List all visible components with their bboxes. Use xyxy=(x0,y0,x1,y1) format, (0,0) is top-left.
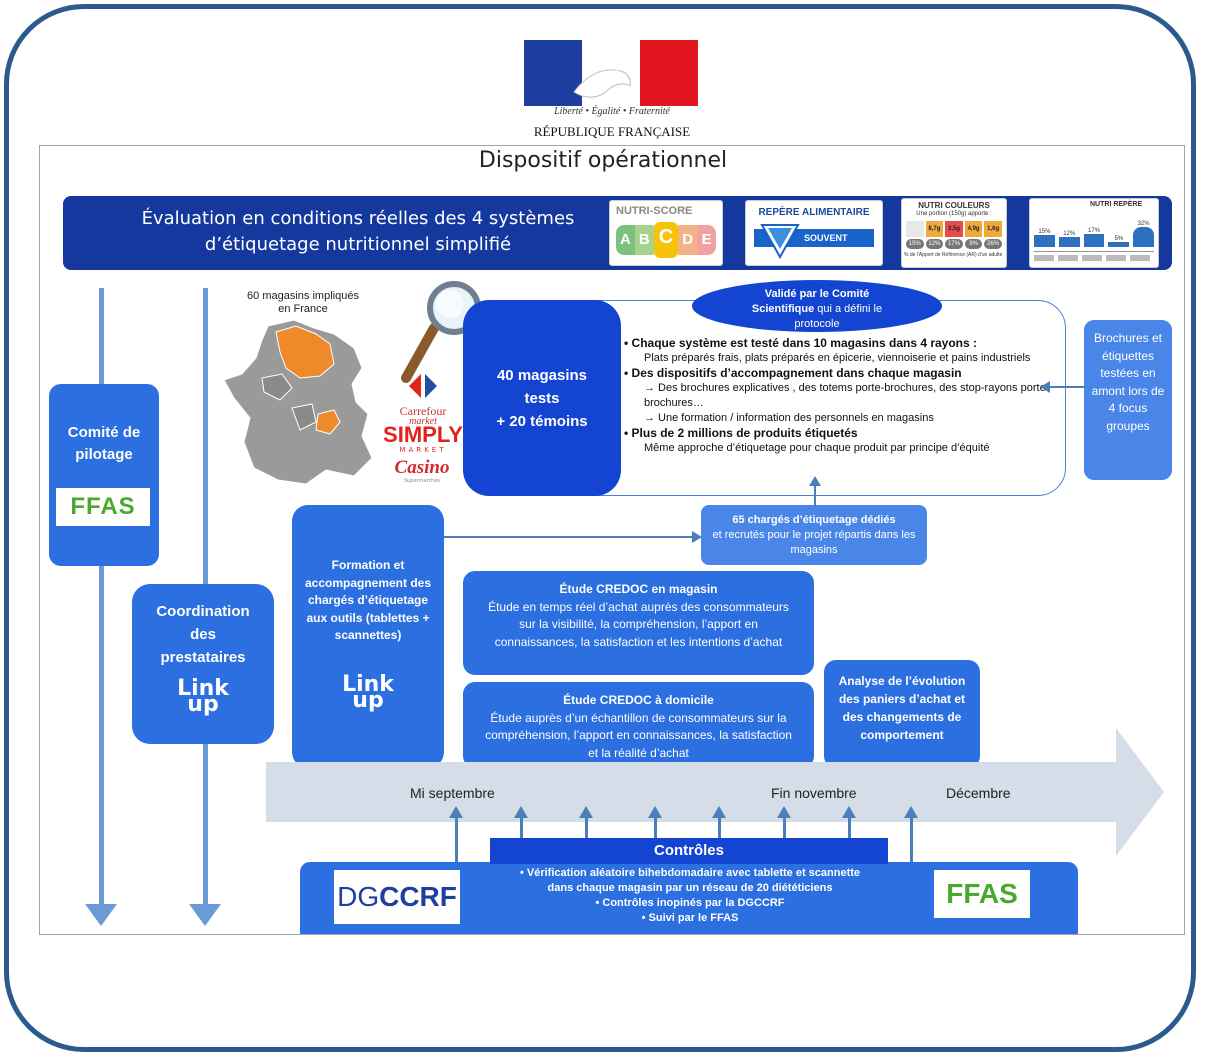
france-map xyxy=(223,319,373,485)
timeline-start: Mi septembre xyxy=(410,785,495,801)
stores-box: 40 magasins tests + 20 témoins xyxy=(463,300,621,496)
nutri-couleurs-logo: NUTRI COULEURS Une portion (150g) apport… xyxy=(901,198,1007,268)
charges-box: 65 chargés d’étiquetage dédiés et recrut… xyxy=(701,505,927,565)
control-arrow xyxy=(904,806,918,862)
marianne-logo xyxy=(524,40,698,106)
repere-alimentaire-logo: REPÈRE ALIMENTAIRE SOUVENT xyxy=(745,200,883,266)
timeline-mid: Fin novembre xyxy=(771,785,857,801)
controles-text: • Vérification aléatoire bihebdomadaire … xyxy=(519,867,861,924)
credoc-domicile-box: Étude CREDOC à domicile Étude auprès d’u… xyxy=(463,682,814,768)
comite-arrow-head xyxy=(85,904,117,926)
comite-box: Comité de pilotage xyxy=(49,384,159,566)
header-line-2: d’étiquetage nutritionnel simplifié xyxy=(204,234,512,255)
republique-name: RÉPUBLIQUE FRANÇAISE xyxy=(533,124,691,139)
controles-title: Contrôles xyxy=(490,838,888,864)
timeline-bar xyxy=(266,762,1116,822)
ffas-logo-controles: FFAS xyxy=(934,870,1030,918)
page-title: Dispositif opérationnel xyxy=(478,148,728,173)
brochures-arrow xyxy=(1040,381,1086,393)
simply-logo: SIMPLY MARKET xyxy=(383,422,463,455)
header-line-1: Évaluation en conditions réelles des 4 s… xyxy=(141,208,575,229)
formation-box: Formation et accompagnement des chargés … xyxy=(292,505,444,768)
protocol-text: • Chaque système est testé dans 10 magas… xyxy=(624,336,1050,454)
dgccrf-logo: DGCCRF xyxy=(334,870,460,924)
brochures-box: Brochures et étiquettes testées en amont… xyxy=(1084,320,1172,480)
nutri-repere-logo: NUTRI REPÈRE 15% 12% 17% 5% 32% xyxy=(1029,198,1159,268)
ffas-logo-comite: FFAS xyxy=(56,488,150,526)
motto: Liberté • Égalité • Fraternité xyxy=(554,106,670,117)
validated-ellipse: Validé par le Comité Scientifique qui a … xyxy=(692,280,942,332)
casino-logo: Casino Supermarchés xyxy=(394,457,450,485)
charges-up-arrow xyxy=(809,476,821,506)
comite-arrow-line xyxy=(99,288,104,906)
analyse-box: Analyse de l’évolution des paniers d’ach… xyxy=(824,660,980,768)
timeline-end: Décembre xyxy=(946,785,1011,801)
carrefour-logo: Carrefour market xyxy=(392,372,454,427)
map-caption: 60 magasins impliqués en France xyxy=(247,290,359,315)
formation-arrow xyxy=(444,531,702,543)
coordination-arrow-head xyxy=(189,904,221,926)
header-banner: Évaluation en conditions réelles des 4 s… xyxy=(63,196,1172,270)
timeline-arrowhead xyxy=(1116,728,1164,856)
credoc-magasin-box: Étude CREDOC en magasin Étude en temps r… xyxy=(463,571,814,675)
nutriscore-logo: NUTRI-SCORE A B C D E xyxy=(609,200,723,266)
control-arrow xyxy=(449,806,463,862)
